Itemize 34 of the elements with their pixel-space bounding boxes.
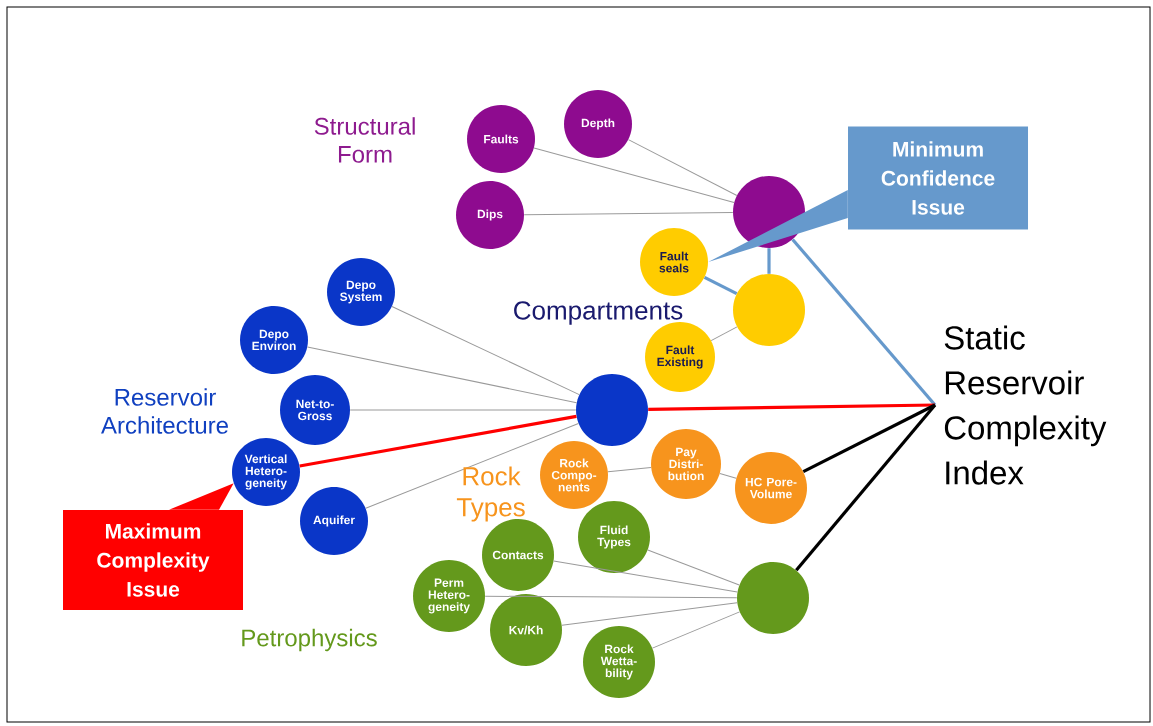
connector-line [627,139,738,196]
connector-line [710,326,738,342]
group-heading: Rock Types [456,466,525,522]
callout-pointer [169,483,234,510]
connector-line [719,473,737,479]
connector-line [795,403,937,572]
group-heading: Reservoir Architecture [101,388,228,434]
group-heading: Petrophysics [242,628,377,652]
connector-line [607,466,652,473]
connector-line [484,595,738,599]
connector-line [791,238,937,407]
connector-line [523,211,734,216]
connector-line [307,346,578,404]
connector-line [391,306,580,396]
callout-box: Minimum Confidence Issue [848,126,1028,230]
connector-line [703,276,738,296]
connector-line [647,549,740,586]
group-heading: Compartments [514,301,683,325]
index-title: Static Reservoir Complexity Index [944,325,1107,485]
connector-line [767,248,771,274]
group-heading: Structural Form [314,117,415,163]
connector-line [651,611,741,649]
hub-circle [733,274,805,346]
connector-line [561,602,738,626]
callout-pointer [708,190,848,262]
connector-line [802,403,936,474]
hub-circle [737,562,809,634]
connector-line [299,414,577,468]
connector-line [648,403,936,412]
connector-line [349,409,577,411]
connector-line [365,422,579,509]
hub-circle [576,374,648,446]
connector-line [553,560,738,593]
connector-line [533,147,735,203]
